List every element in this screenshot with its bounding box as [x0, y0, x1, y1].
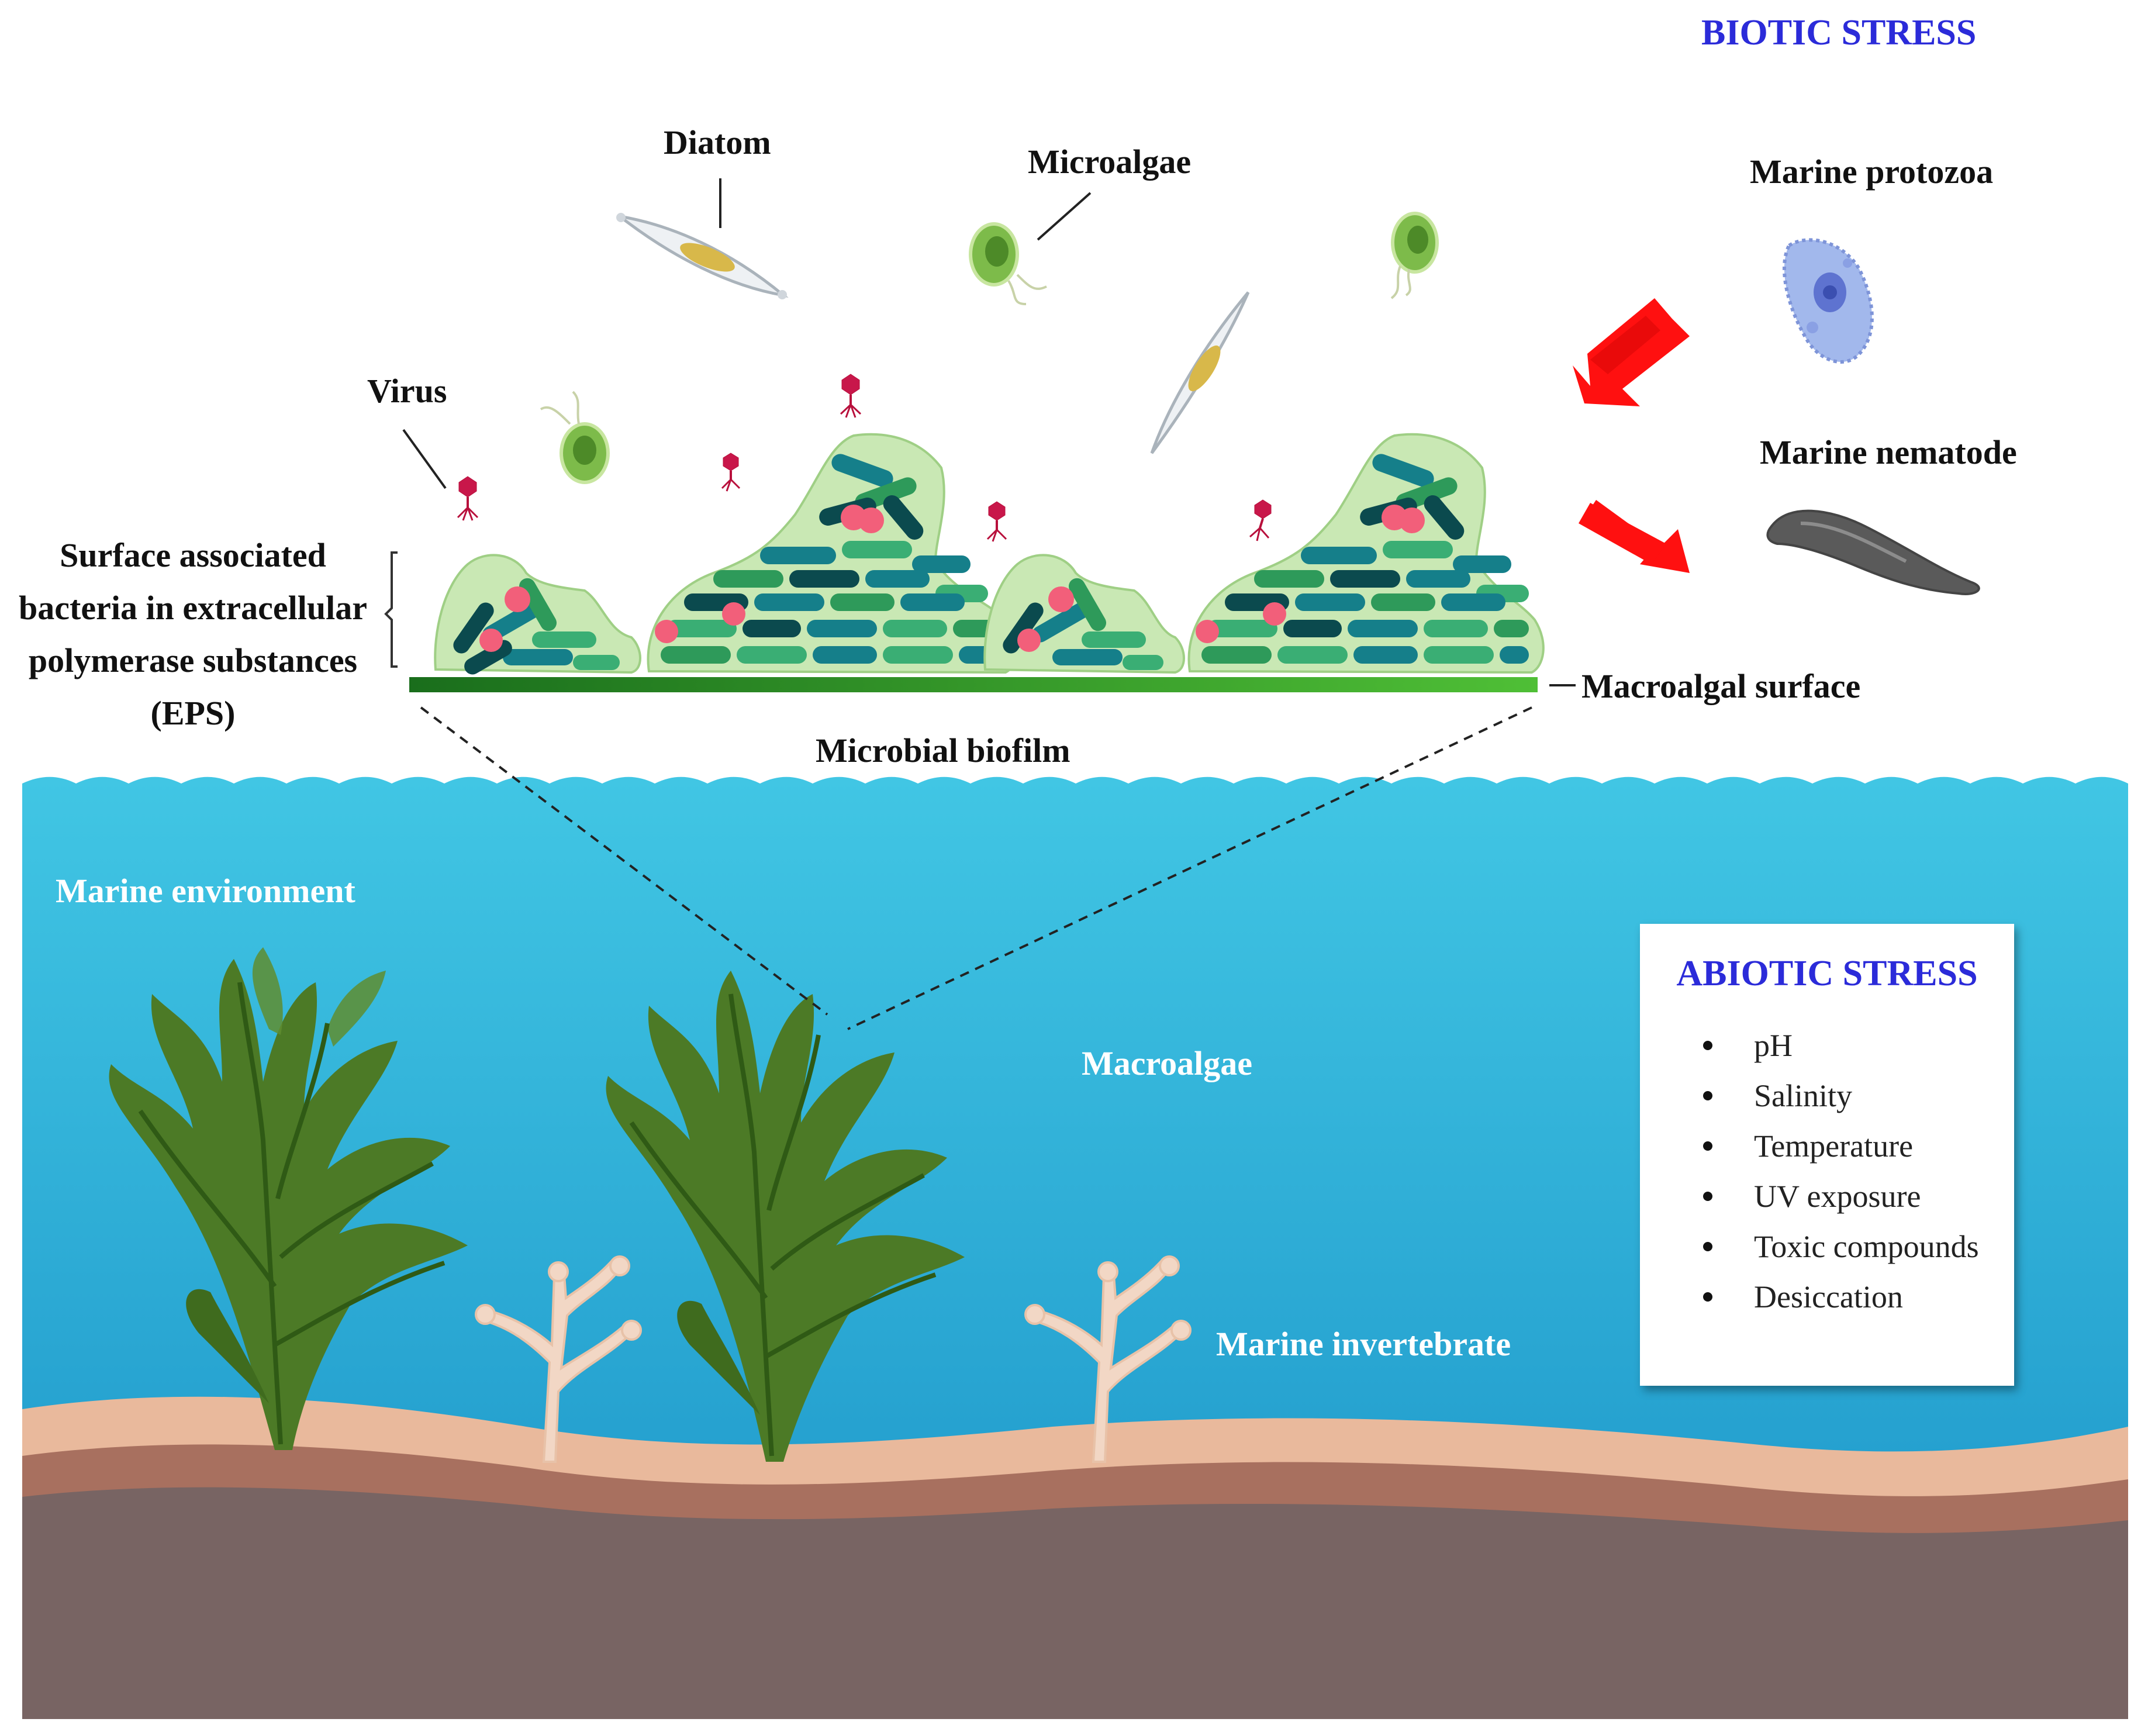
biotic-arrow-upper [1573, 298, 1690, 406]
abiotic-item-text: Temperature [1754, 1128, 1914, 1164]
abiotic-item-text: UV exposure [1754, 1179, 1921, 1214]
virus-icon-5 [1249, 499, 1272, 541]
abiotic-item-desiccation: Desiccation [1640, 1272, 1979, 1322]
abiotic-item-temperature: Temperature [1640, 1121, 1979, 1171]
microalgae-icon-3 [540, 391, 610, 484]
diatom-icon [616, 213, 789, 299]
marine-invertebrate-right [1024, 1255, 1192, 1463]
macroalgae-left [109, 947, 468, 1450]
marine-environment-label: Marine environment [56, 872, 355, 910]
microbial-biofilm-label: Microbial biofilm [816, 731, 1070, 769]
marine-nematode-label: Marine nematode [1760, 433, 2017, 471]
abiotic-stress-box: ABIOTIC STRESS pH Salinity Temperature U… [1640, 924, 2014, 1386]
marine-protozoa-label: Marine protozoa [1750, 153, 1994, 191]
virus-leader [402, 429, 447, 489]
eps-label-line-2: bacteria in extracellular [19, 589, 367, 627]
abiotic-item-text: Salinity [1754, 1078, 1853, 1113]
abiotic-item-text: Toxic compounds [1754, 1229, 1979, 1264]
abiotic-item-uv-exposure: UV exposure [1640, 1171, 1979, 1221]
bullet-icon [1703, 1091, 1712, 1100]
biofilm-colony-2 [647, 433, 1018, 674]
eps-bracket [384, 551, 398, 668]
bullet-icon [1703, 1292, 1712, 1302]
virus-label: Virus [367, 372, 447, 410]
macroalgal-surface-bar [409, 677, 1538, 692]
biofilm-colony-3 [983, 554, 1185, 674]
bullet-icon [1703, 1242, 1712, 1251]
eps-label-line-3: polymerase substances [28, 641, 358, 679]
zoom-lines [420, 706, 1532, 1030]
microalgae-icon-2 [1390, 212, 1439, 299]
virus-icon [457, 476, 479, 521]
macroalgae-label: Macroalgae [1082, 1044, 1253, 1082]
abiotic-item-ph: pH [1640, 1020, 1979, 1071]
marine-protozoa-icon [1782, 238, 1874, 364]
seabed-rock [22, 1487, 2128, 1719]
biotic-arrow-lower [1579, 500, 1690, 573]
marine-invertebrate-left [475, 1255, 642, 1463]
biofilm-colony-1 [434, 554, 641, 675]
virus-icon-2 [721, 453, 741, 492]
macroalgae-middle [606, 971, 965, 1462]
abiotic-stress-title: ABIOTIC STRESS [1676, 954, 1978, 993]
abiotic-stress-list: pH Salinity Temperature UV exposure Toxi… [1640, 1020, 1979, 1322]
microalgae-leader [1037, 192, 1092, 241]
virus-icon-4 [986, 501, 1007, 542]
diatom-icon-2 [1150, 291, 1250, 454]
diatom-label: Diatom [664, 123, 771, 161]
bullet-icon [1703, 1041, 1712, 1050]
abiotic-item-text: Desiccation [1754, 1279, 1903, 1314]
biotic-stress-title: BIOTIC STRESS [1701, 13, 1977, 53]
abiotic-item-salinity: Salinity [1640, 1071, 1979, 1121]
bullet-icon [1703, 1141, 1712, 1151]
microalgae-label: Microalgae [1028, 143, 1192, 181]
abiotic-item-toxic-compounds: Toxic compounds [1640, 1221, 1979, 1272]
eps-label-line-1: Surface associated [60, 536, 326, 574]
marine-invertebrate-label: Marine invertebrate [1216, 1325, 1511, 1363]
eps-label: Surface associated bacteria in extracell… [12, 529, 374, 740]
eps-label-line-4: (EPS) [150, 694, 236, 732]
virus-icon-3 [840, 374, 862, 418]
microalgae-icon [969, 222, 1047, 305]
abiotic-item-text: pH [1754, 1028, 1793, 1063]
bullet-icon [1703, 1192, 1712, 1201]
macroalgal-surface-label: Macroalgal surface [1581, 667, 1861, 705]
biofilm-colony-4 [1187, 433, 1545, 674]
marine-nematode-icon [1766, 509, 1980, 595]
